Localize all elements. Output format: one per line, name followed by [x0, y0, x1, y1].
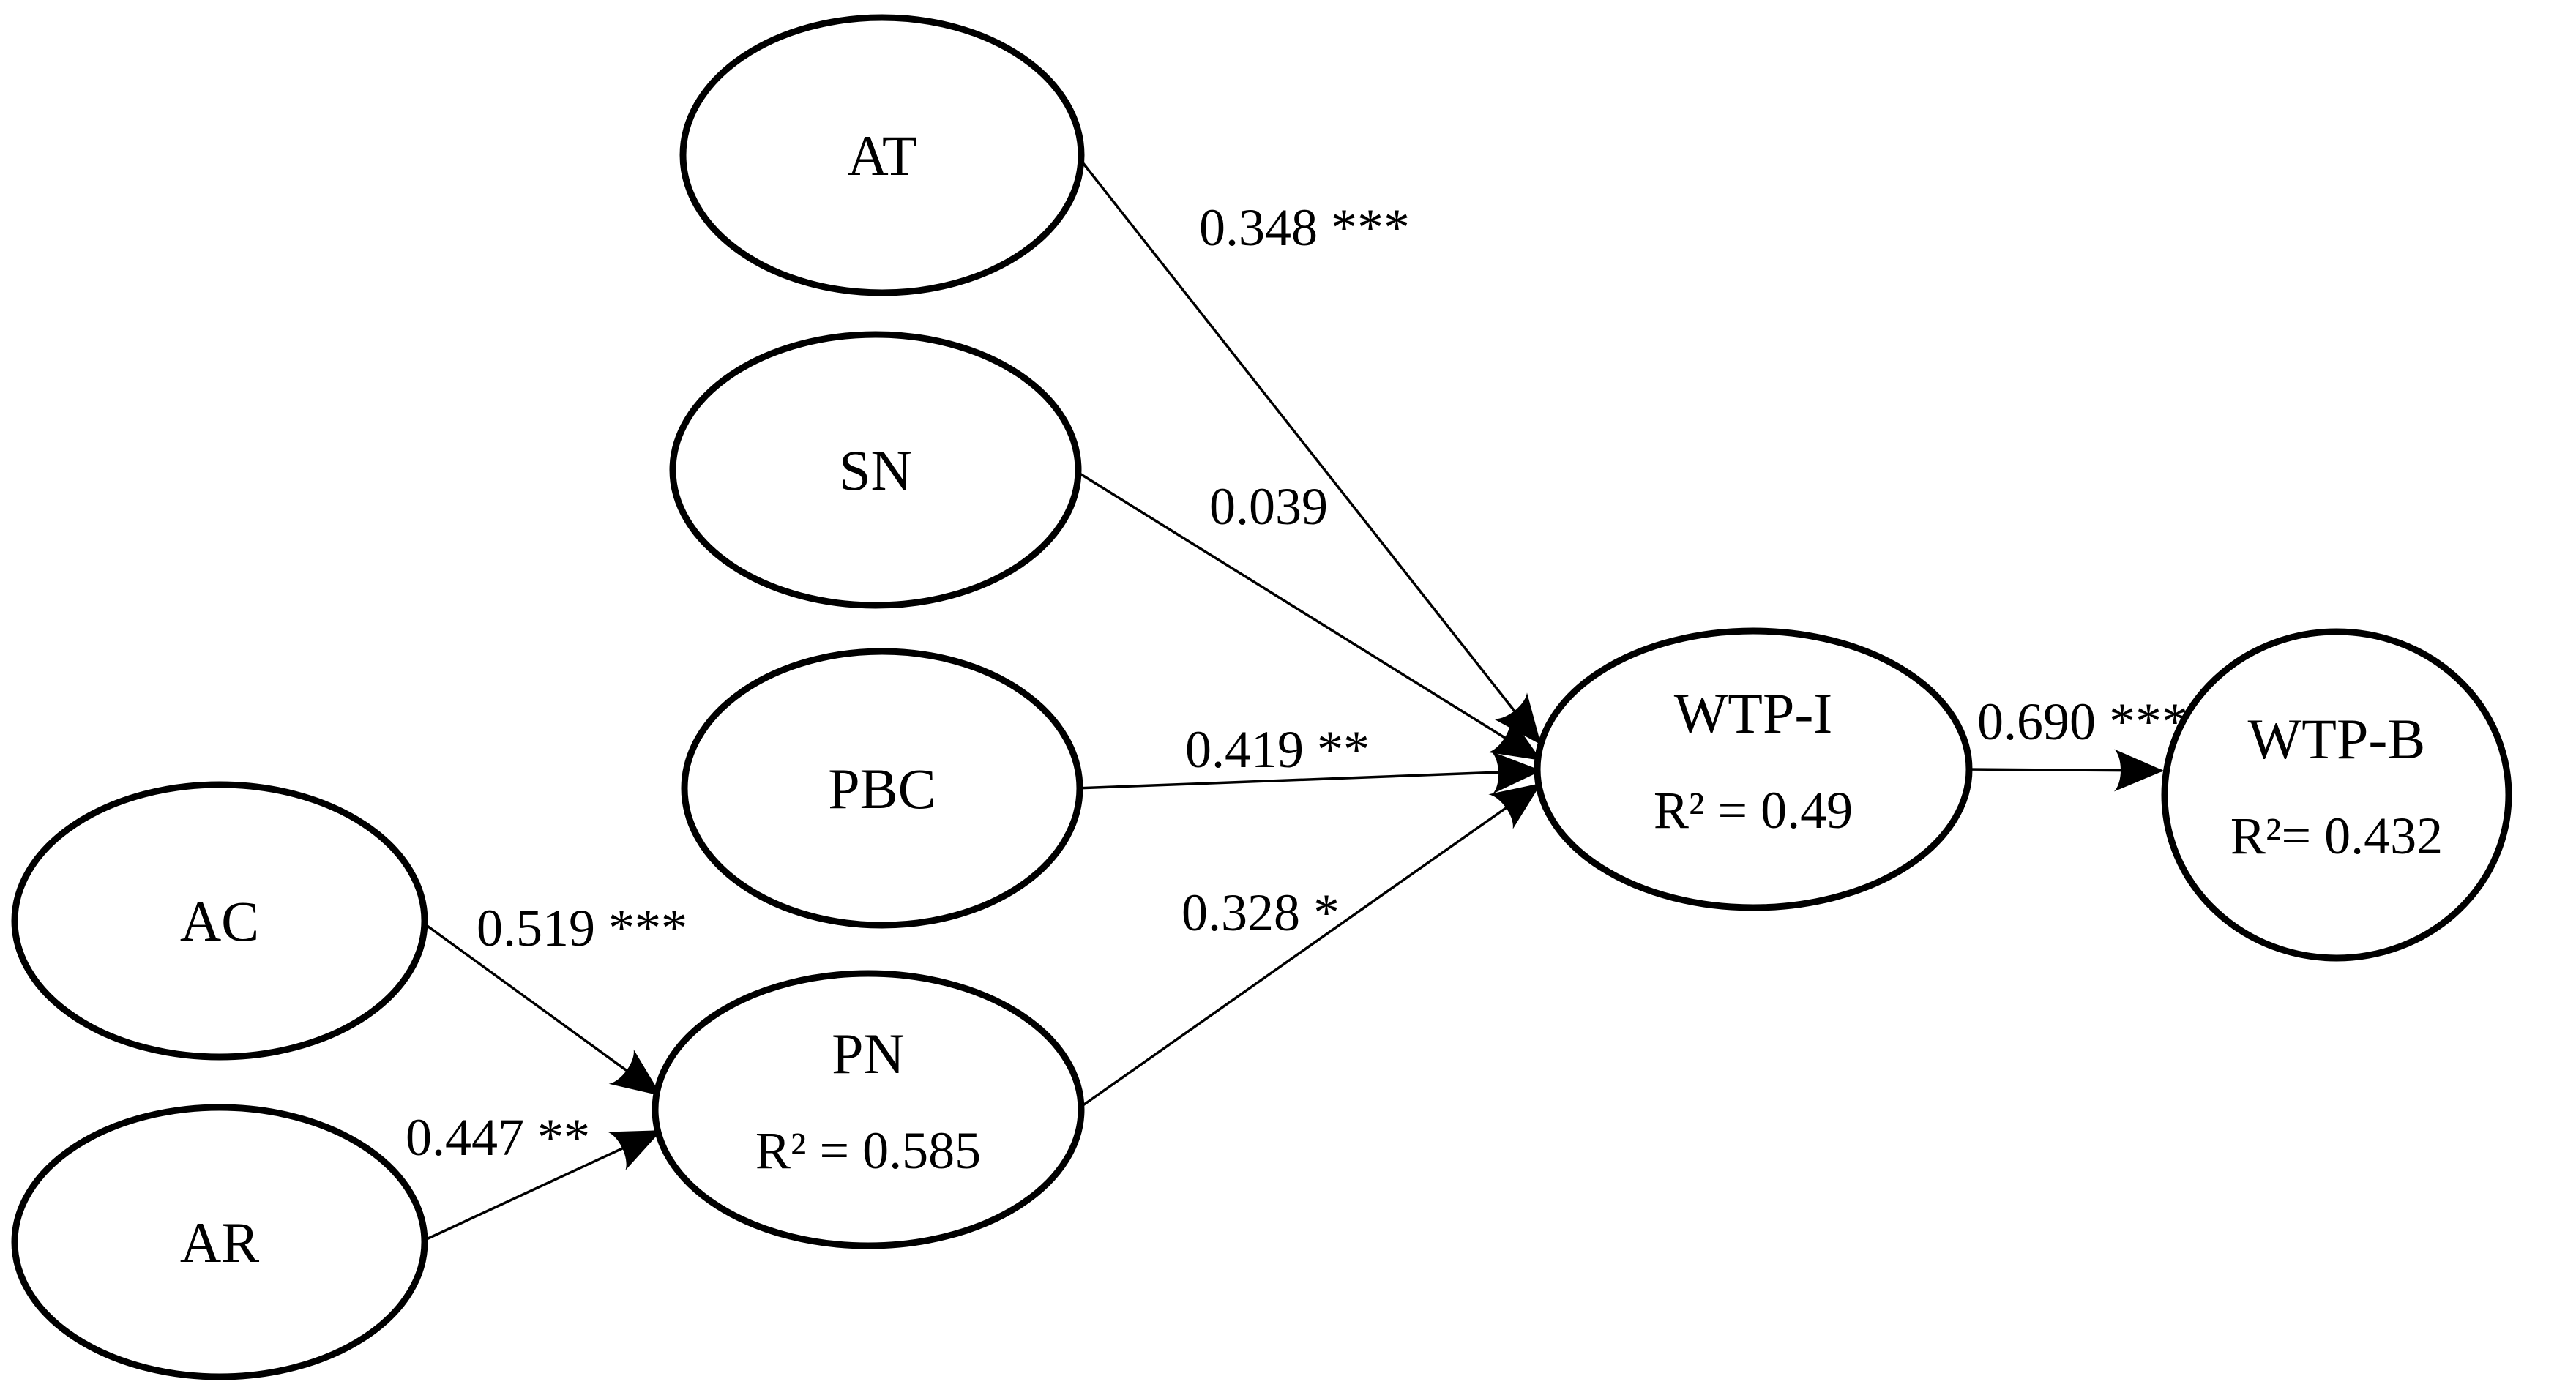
node-pbc-ellipse	[681, 648, 1083, 929]
edge-pn-wtpi	[1075, 782, 1542, 1111]
edge-ar-pn	[419, 1129, 662, 1244]
node-wtpb-r2-label: R²= 0.432	[2230, 807, 2443, 865]
node-wtpi-label: WTP-I	[1674, 681, 1833, 745]
edge-label-pn-wtpi: 0.328 *	[1181, 883, 1340, 942]
edge-wtpi-wtpb	[1964, 749, 2164, 792]
node-pn-ellipse	[652, 970, 1085, 1249]
edge-label-at-wtpi: 0.348 ***	[1199, 198, 1410, 257]
edge-pbc-wtpi	[1075, 751, 1542, 794]
node-ac-ellipse	[11, 781, 428, 1061]
edge-label-ar-pn: 0.447 **	[406, 1108, 590, 1167]
node-ar-ellipse	[11, 1104, 428, 1380]
edges-layer	[419, 154, 2164, 1244]
labels-layer: 0.348 *** 0.039 0.419 ** 0.328 * 0.519 *** 0.…	[180, 124, 2443, 1274]
edge-label-ac-pn: 0.519 ***	[477, 899, 687, 957]
node-wtpi-ellipse	[1534, 627, 1973, 911]
node-ar-label: AR	[180, 1211, 259, 1274]
node-wtpb-label: WTP-B	[2248, 707, 2426, 771]
edge-label-sn-wtpi: 0.039	[1209, 477, 1328, 536]
node-at-label: AT	[847, 124, 916, 187]
node-sn-label: SN	[839, 438, 912, 502]
node-wtpi-r2-label: R² = 0.49	[1654, 781, 1853, 840]
edge-ac-pn	[419, 919, 662, 1096]
node-at-ellipse	[679, 14, 1085, 296]
edge-at-wtpi	[1075, 154, 1542, 745]
node-pbc-label: PBC	[828, 757, 936, 821]
node-pn-r2-label: R² = 0.585	[755, 1121, 981, 1180]
node-wtpb-ellipse	[2161, 628, 2512, 962]
node-pn-label: PN	[832, 1022, 905, 1085]
node-sn-ellipse	[669, 331, 1082, 609]
nodes-layer	[11, 14, 2512, 1380]
edge-label-wtpi-wtpb: 0.690 ***	[1977, 692, 2188, 751]
edge-sn-wtpi	[1073, 468, 1542, 761]
edge-label-pbc-wtpi: 0.419 **	[1185, 720, 1370, 779]
node-ac-label: AC	[180, 889, 259, 953]
